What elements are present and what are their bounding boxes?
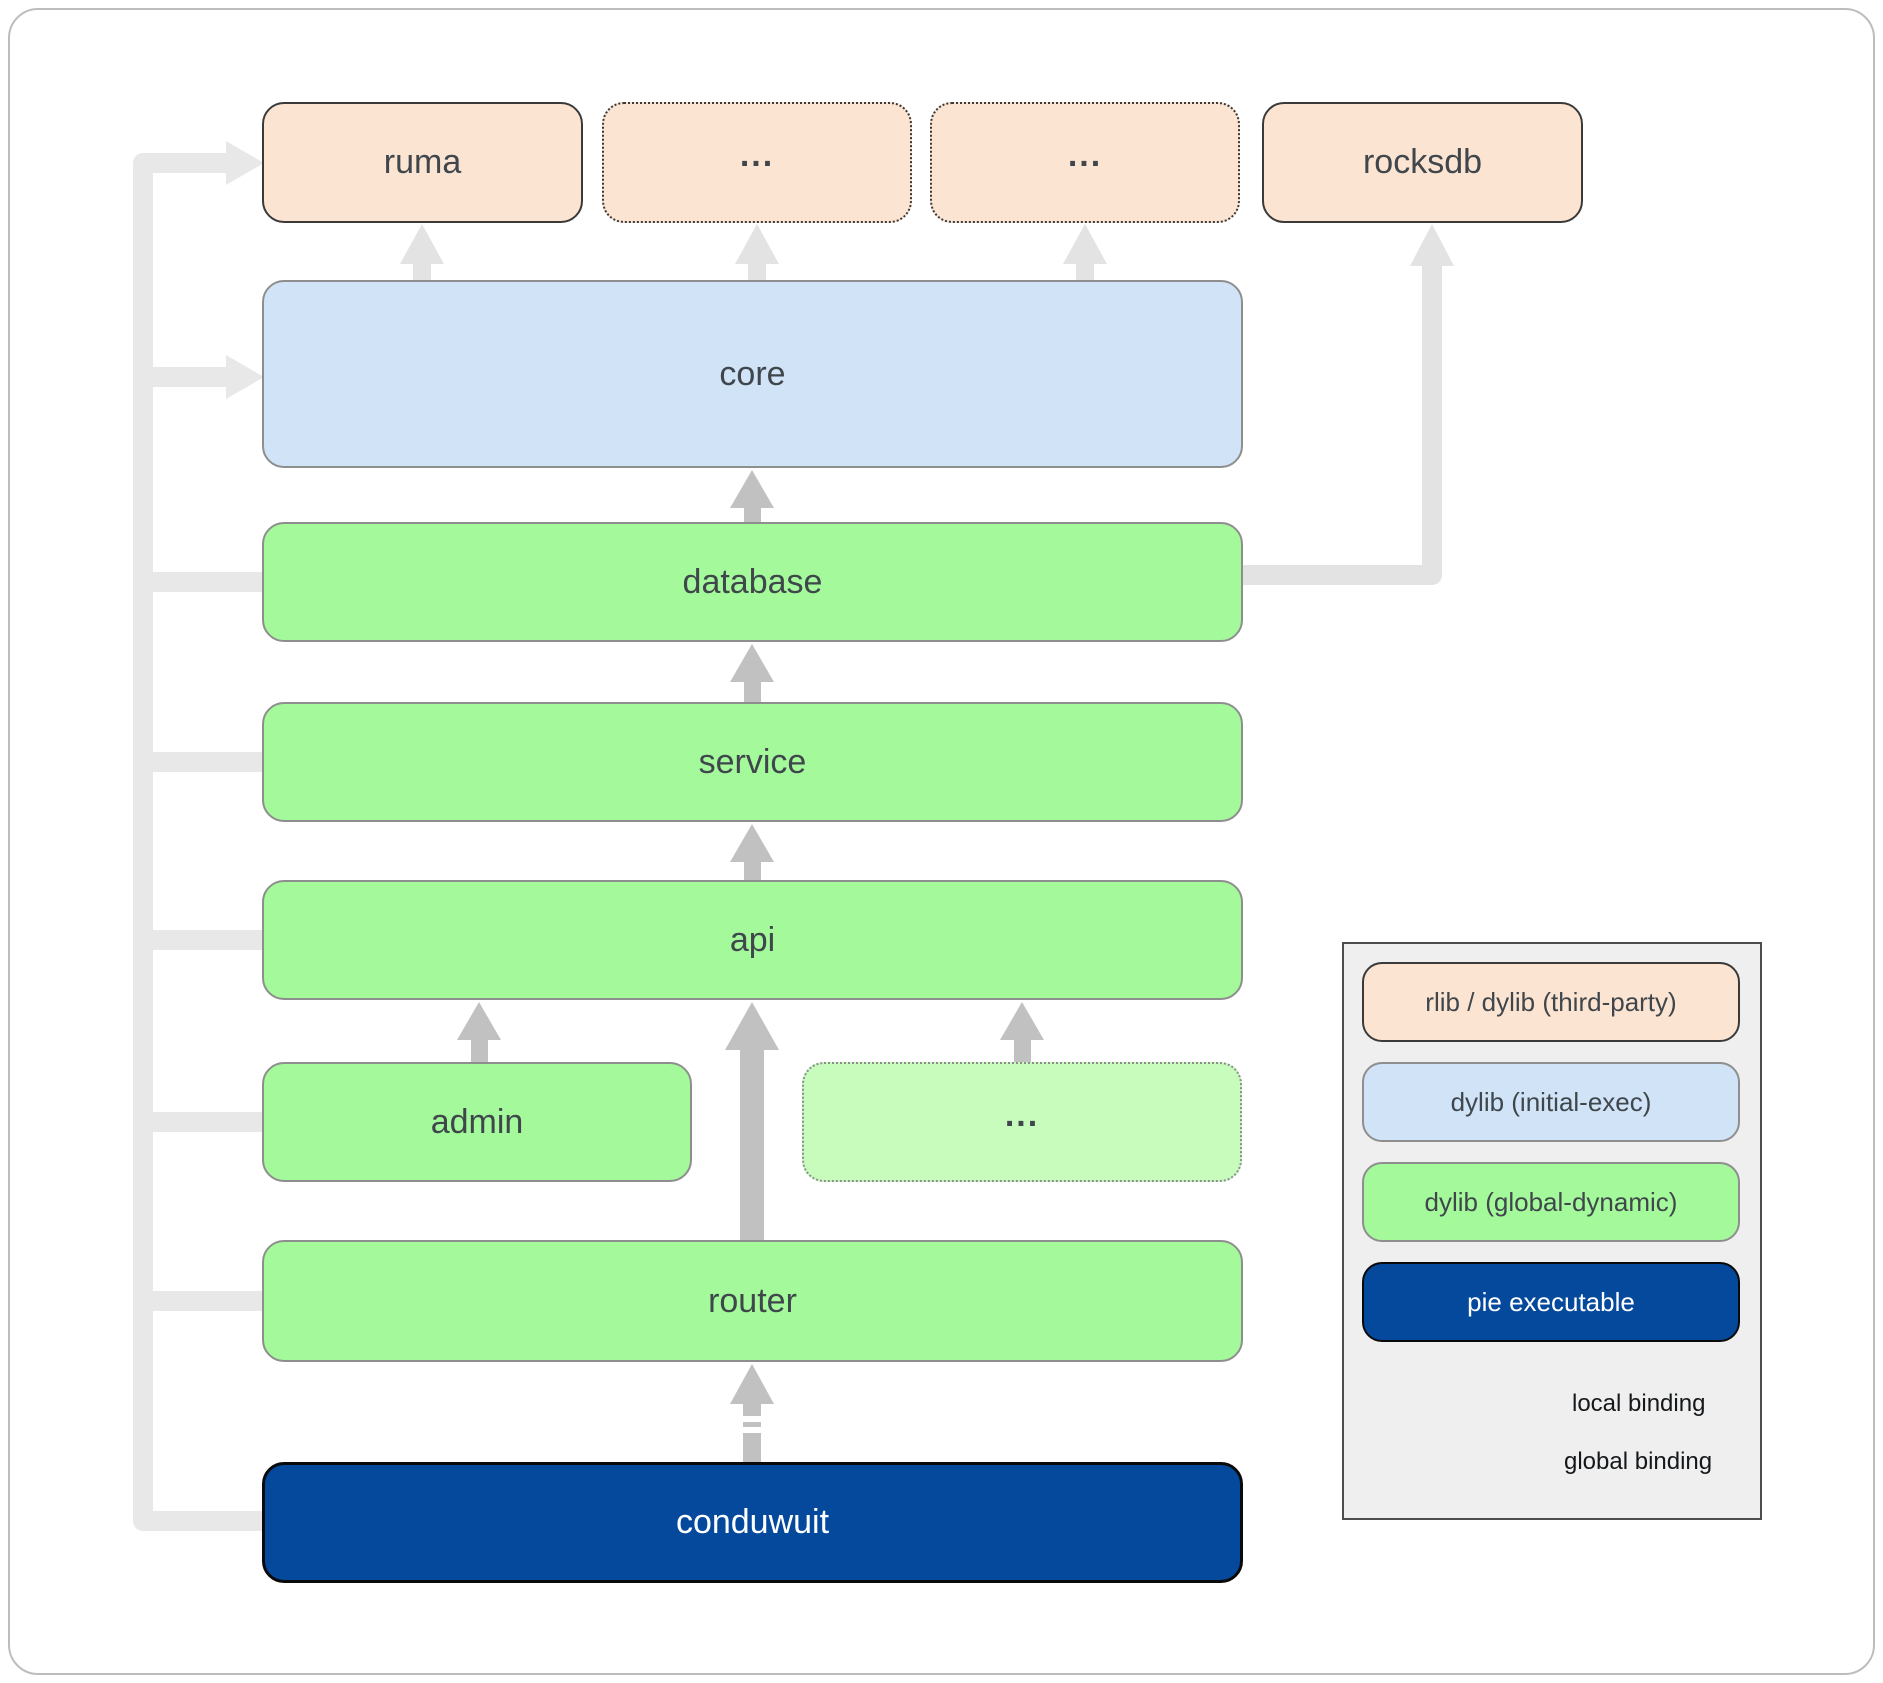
legend-item-third-party: rlib / dylib (third-party) — [1362, 962, 1740, 1042]
node-database-label: database — [682, 562, 823, 601]
legend-item-initial-exec-label: dylib (initial-exec) — [1450, 1086, 1652, 1117]
node-ruma: ruma — [262, 102, 583, 223]
legend-local-binding-label: local binding — [1572, 1390, 1706, 1417]
node-more3-label: ... — [1004, 1095, 1040, 1134]
arrow-conduwuit-to-router-local — [730, 1364, 774, 1463]
node-more1-label: ... — [739, 136, 775, 174]
legend-item-global-dynamic-label: dylib (global-dynamic) — [1424, 1186, 1678, 1217]
legend-item-initial-exec: dylib (initial-exec) — [1362, 1062, 1740, 1142]
node-admin-label: admin — [430, 1102, 524, 1141]
node-third-party-more-2: ... — [930, 102, 1240, 223]
node-rocksdb-label: rocksdb — [1362, 143, 1483, 181]
bus-arrowhead-ruma — [226, 141, 264, 185]
node-router: router — [262, 1240, 1243, 1362]
node-service: service — [262, 702, 1243, 822]
node-core-label: core — [719, 354, 786, 393]
node-more2-label: ... — [1067, 136, 1103, 174]
arrow-router-to-api — [725, 1002, 779, 1242]
arrow-core-to-ruma — [400, 224, 444, 282]
arrow-api-to-service — [730, 824, 774, 882]
node-api-label: api — [729, 920, 776, 959]
arrow-core-to-more1 — [735, 224, 779, 282]
node-core: core — [262, 280, 1243, 468]
node-service-label: service — [698, 742, 807, 781]
arrow-service-to-database — [730, 644, 774, 704]
legend-item-third-party-label: rlib / dylib (third-party) — [1425, 986, 1677, 1017]
global-binding-bus — [133, 141, 264, 1531]
node-api: api — [262, 880, 1243, 1000]
arrow-database-to-core — [730, 470, 774, 524]
node-third-party-more-1: ... — [602, 102, 912, 223]
node-conduwuit: conduwuit — [262, 1462, 1243, 1583]
legend-item-pie-executable-label: pie executable — [1467, 1286, 1635, 1317]
arrow-core-to-more2 — [1063, 224, 1107, 282]
node-admin: admin — [262, 1062, 692, 1182]
bus-arrowhead-core — [226, 355, 264, 399]
node-conduwuit-label: conduwuit — [675, 1503, 830, 1541]
legend-item-pie-executable: pie executable — [1362, 1262, 1740, 1342]
legend-global-binding-label: global binding — [1564, 1448, 1713, 1475]
node-router-label: router — [708, 1281, 797, 1320]
node-rocksdb: rocksdb — [1262, 102, 1583, 223]
arrow-more3-to-api — [1000, 1002, 1044, 1064]
arrow-admin-to-api — [457, 1002, 501, 1064]
node-database: database — [262, 522, 1243, 642]
arrow-database-to-rocksdb — [1240, 224, 1454, 585]
node-ruma-label: ruma — [383, 143, 462, 181]
node-crates-more: ... — [802, 1062, 1242, 1182]
legend-item-global-dynamic: dylib (global-dynamic) — [1362, 1162, 1740, 1242]
